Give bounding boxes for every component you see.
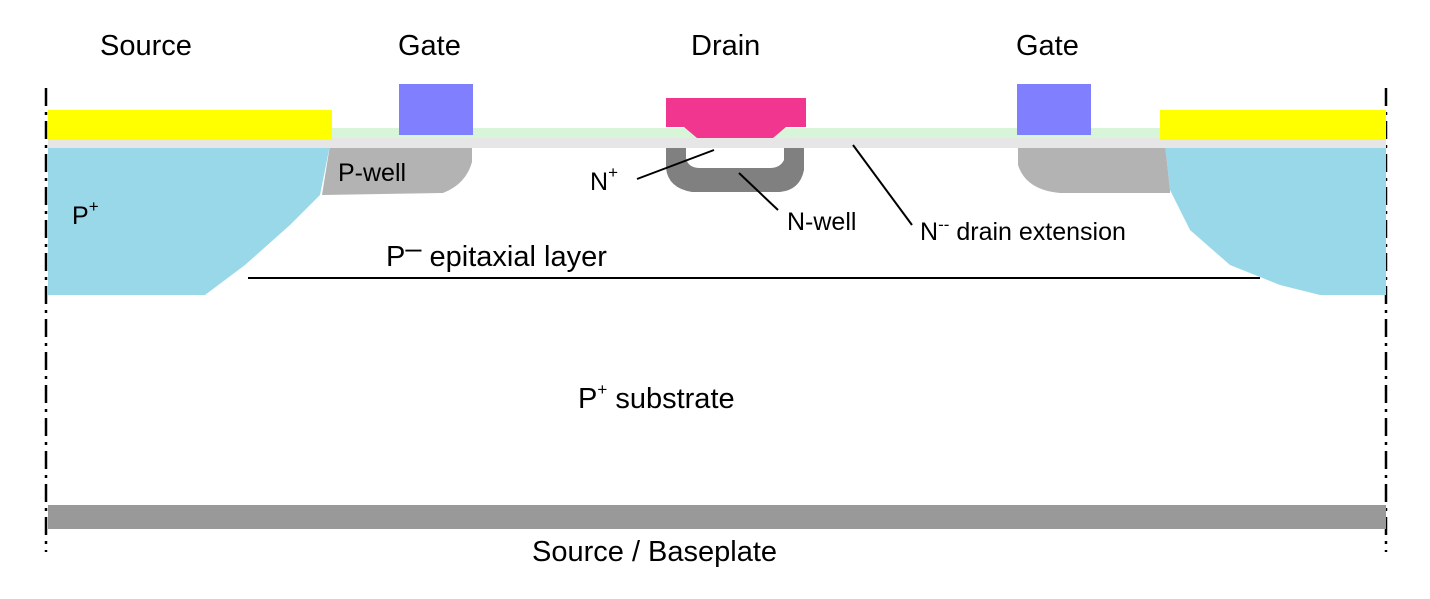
baseplate-bar (48, 505, 1386, 529)
p-plus-label-base: P (72, 202, 89, 230)
gate-label-right: Gate (1016, 30, 1079, 62)
substrate-label-text: substrate (607, 383, 734, 415)
baseplate-label: Source / Baseplate (532, 536, 777, 568)
gate-poly-left (399, 84, 473, 135)
gate-label-left: Gate (398, 30, 461, 62)
drain-label: Drain (691, 30, 760, 62)
drain-metal (666, 98, 806, 138)
source-metal-left (48, 110, 332, 140)
p-plus-label-sup: + (89, 197, 99, 216)
p-well-label: P-well (338, 159, 406, 187)
n-plus-label-base: N (590, 168, 608, 196)
oxide-layer (330, 128, 1385, 138)
n-well-leader-line (738, 172, 779, 211)
substrate-label: P+ substrate (578, 380, 735, 415)
n-drift-leader-line (852, 144, 913, 226)
n-drift-label-sup: -- (938, 215, 949, 234)
n-plus-leader-line (636, 149, 715, 180)
p-well-region-right (1018, 145, 1170, 193)
n-plus-region (686, 145, 784, 168)
gate-poly-right (1017, 84, 1091, 135)
p-plus-region-right (1165, 145, 1386, 295)
n-plus-label-sup: + (608, 163, 618, 182)
p-plus-label: P+ (72, 197, 99, 230)
n-drift-label: N-- drain extension (920, 215, 1126, 246)
n-drift-label-base: N (920, 218, 938, 246)
n-well-label: N-well (787, 208, 856, 236)
epi-layer-label-base: P (386, 241, 405, 273)
surface-layer (48, 138, 1386, 148)
p-plus-region-left (48, 145, 330, 295)
n-drift-label-text: drain extension (949, 218, 1126, 246)
epi-layer-label: P– epitaxial layer (386, 233, 607, 273)
substrate-label-base: P (578, 383, 597, 415)
source-metal-right (1160, 110, 1386, 140)
source-label: Source (100, 30, 192, 62)
epi-layer-label-text: epitaxial layer (421, 241, 607, 273)
p-well-region-left (322, 145, 472, 195)
n-plus-label: N+ (590, 163, 618, 196)
substrate-label-sup: + (597, 380, 607, 399)
epi-layer-label-sup: – (405, 233, 422, 265)
